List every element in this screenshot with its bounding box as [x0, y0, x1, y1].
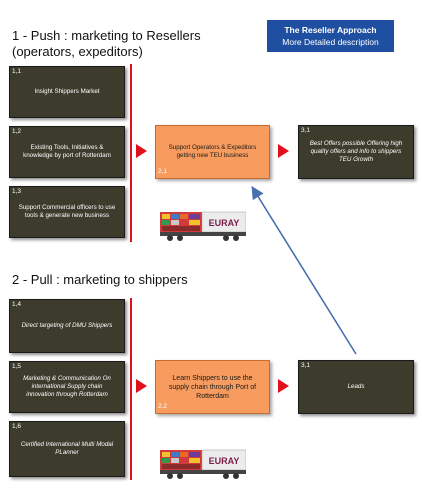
pull-divider-line: [130, 298, 132, 480]
train-wagon-image: EURAY: [160, 211, 246, 241]
push-arrow-left: [136, 144, 147, 158]
connector-arrow: [251, 185, 357, 355]
reseller-approach-header: The Reseller Approach More Detailed desc…: [267, 20, 394, 52]
box-number: 1,3: [12, 188, 22, 195]
box-label: Existing Tools, Initiatives & knowledge …: [23, 144, 111, 159]
box-label: Leads: [347, 383, 365, 390]
box-number: 2,1: [158, 168, 168, 175]
train-logo-text: EURAY: [209, 218, 240, 228]
box-number: 3,1: [301, 362, 311, 369]
pull-section-title: 2 - Pull : marketing to shippers: [12, 272, 188, 287]
push-arrow-right: [278, 144, 289, 158]
box-1-4: 1,4 Direct targeting of DMU Shippers: [9, 299, 125, 353]
box-label: Marketing & Communication On internation…: [23, 375, 111, 398]
box-label: Best Offers possible Offering high quali…: [309, 140, 403, 163]
box-number: 1,2: [12, 128, 22, 135]
box-label: Support Operators & Expeditors getting n…: [168, 144, 257, 159]
box-2-2: 2,2 Learn Shippers to use the supply cha…: [155, 360, 270, 414]
train-logo-text: EURAY: [209, 456, 240, 466]
box-1-1: 1,1 Insight Shippers Market: [9, 66, 125, 118]
box-number: 1,5: [12, 363, 22, 370]
train-wagon-image-2: EURAY: [160, 449, 246, 479]
header-subtitle: More Detailed description: [282, 37, 379, 47]
box-label: Direct targeting of DMU Shippers: [21, 322, 113, 329]
push-divider-line: [130, 64, 132, 242]
box-3-1-pull: 3,1 Leads: [298, 360, 414, 414]
pull-arrow-right: [278, 379, 289, 393]
box-number: 1,6: [12, 423, 22, 430]
box-number: 1,4: [12, 301, 22, 308]
box-label: Learn Shippers to use the supply chain t…: [168, 374, 257, 400]
box-1-2: 1,2 Existing Tools, Initiatives & knowle…: [9, 126, 125, 178]
box-number: 3,1: [301, 127, 311, 134]
box-1-6: 1,6 Certified International Multi Modal …: [9, 421, 125, 477]
box-label: Insight Shippers Market: [34, 88, 100, 95]
box-3-1-push: 3,1 Best Offers possible Offering high q…: [298, 125, 414, 179]
box-1-5: 1,5 Marketing & Communication On interna…: [9, 361, 125, 413]
box-number: 1,1: [12, 68, 22, 75]
box-1-3: 1,3 Support Commercial officers to use t…: [9, 186, 125, 238]
box-number: 2,2: [158, 403, 168, 410]
pull-arrow-left: [136, 379, 147, 393]
box-label: Support Commercial officers to use tools…: [18, 204, 116, 219]
box-label: Certified International Multi Modal PLan…: [20, 441, 114, 456]
header-title: The Reseller Approach: [284, 25, 377, 35]
push-section-title: 1 - Push : marketing to Resellers (opera…: [12, 28, 201, 59]
box-2-1: 2,1 Support Operators & Expeditors getti…: [155, 125, 270, 179]
